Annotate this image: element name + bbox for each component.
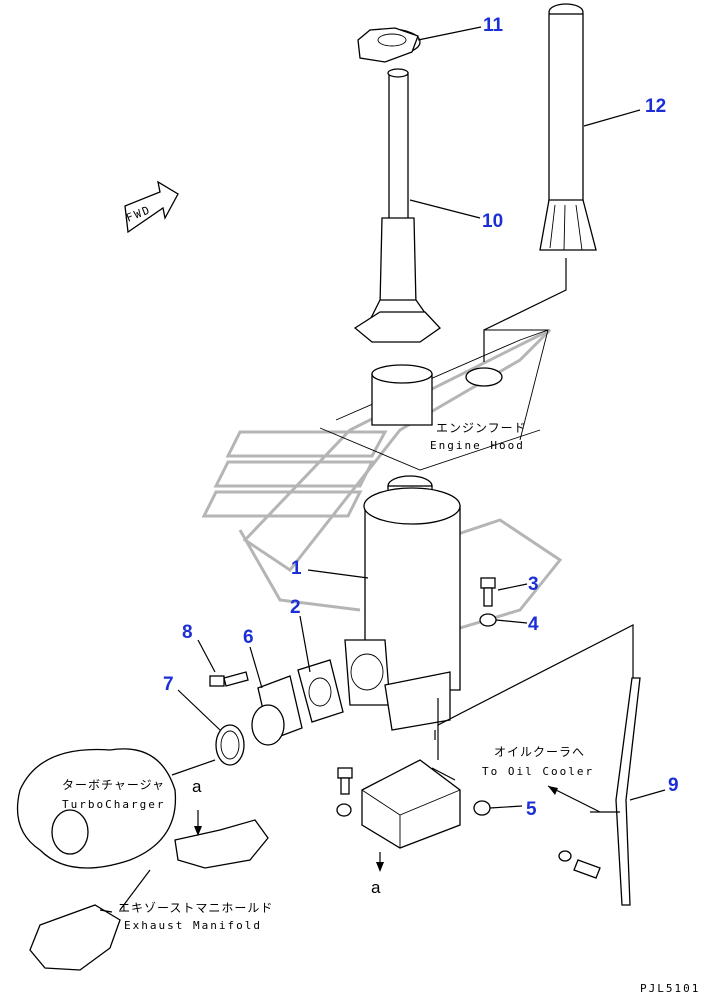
callout-4: 4 [528, 614, 539, 635]
oil-cooler-jp-label: オイルクーラへ [494, 745, 585, 759]
bracket [336, 624, 634, 872]
oil-cooler-en-label: To Oil Cooler [482, 765, 594, 778]
callout-6: 6 [243, 627, 254, 648]
turbo-en-label: TurboCharger [62, 798, 165, 811]
leader-lines [177, 26, 666, 809]
exhaust-jp-label: エキゾーストマニホールド [118, 901, 273, 915]
part-4-washer [479, 613, 497, 627]
callout-2: 2 [290, 597, 301, 618]
callout-9: 9 [668, 775, 679, 796]
turbocharger [16, 748, 269, 869]
callout-7: 7 [163, 674, 174, 695]
part-3-bolt [480, 577, 496, 607]
engine-hood [319, 258, 567, 471]
engine-hood-jp-label: エンジンフード [436, 421, 527, 435]
engine-hood-en-label: Engine Hood [430, 439, 525, 452]
callout-10: 10 [482, 211, 503, 232]
exhaust-en-label: Exhaust Manifold [124, 919, 262, 932]
callout-11: 11 [483, 15, 504, 36]
turbo-jp-label: ターボチャージャ [62, 778, 165, 792]
callout-3: 3 [528, 574, 539, 595]
part-8-bolt [209, 671, 249, 687]
part-11-rain-cap [357, 27, 421, 63]
watermark-logo [201, 328, 563, 642]
part-10-pipe [353, 68, 441, 343]
reference-a-top: a [192, 777, 202, 796]
part-6-flange [251, 675, 303, 746]
callout-12: 12 [645, 96, 666, 117]
callout-5: 5 [526, 799, 537, 820]
part-2-gasket [297, 659, 344, 723]
fwd-arrow: FWD [124, 180, 179, 234]
callout-8: 8 [182, 622, 193, 643]
part-5-nut [473, 800, 491, 816]
exhaust-manifold [29, 810, 202, 971]
callout-1: 1 [291, 558, 302, 579]
drawing-code: PJL5101 [640, 982, 700, 995]
part-1-muffler [344, 475, 461, 731]
part-7-ring [215, 724, 245, 766]
reference-a-bottom: a [371, 878, 381, 897]
part-12-extension [539, 3, 597, 251]
part-9-pipe [547, 677, 641, 906]
